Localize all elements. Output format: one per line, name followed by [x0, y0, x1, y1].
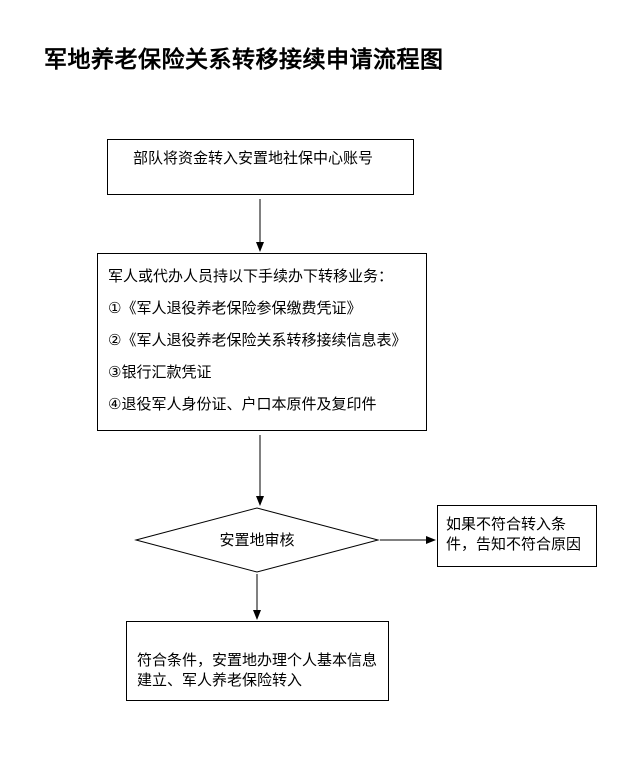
document-item: ①《军人退役养老保险参保缴费凭证》	[108, 299, 362, 317]
step-transfer-funds-box: 部队将资金转入安置地社保中心账号	[107, 139, 414, 195]
documents-heading: 军人或代办人员持以下手续办下转移业务：	[108, 267, 394, 285]
step-transfer-funds-text: 部队将资金转入安置地社保中心账号	[133, 149, 374, 167]
document-item: ③银行汇款凭证	[108, 363, 212, 381]
step-submit-documents-box: 军人或代办人员持以下手续办下转移业务： ①《军人退役养老保险参保缴费凭证》 ②《…	[97, 253, 427, 431]
decision-diamond	[134, 507, 380, 573]
decision-review-label: 安置地审核	[219, 531, 295, 549]
reject-notice-box: 如果不符合转入条件，告知不符合原因	[437, 505, 597, 567]
approve-transfer-box: 符合条件，安置地办理个人基本信息建立、军人养老保险转入	[126, 621, 389, 701]
document-item: ④退役军人身份证、户口本原件及复印件	[108, 395, 377, 413]
approve-transfer-text: 符合条件，安置地办理个人基本信息建立、军人养老保险转入	[137, 651, 378, 689]
document-item: ②《军人退役养老保险关系转移接续信息表》	[108, 331, 407, 349]
page-title: 军地养老保险关系转移接续申请流程图	[44, 47, 444, 73]
reject-notice-text: 如果不符合转入条件，告知不符合原因	[446, 515, 582, 553]
